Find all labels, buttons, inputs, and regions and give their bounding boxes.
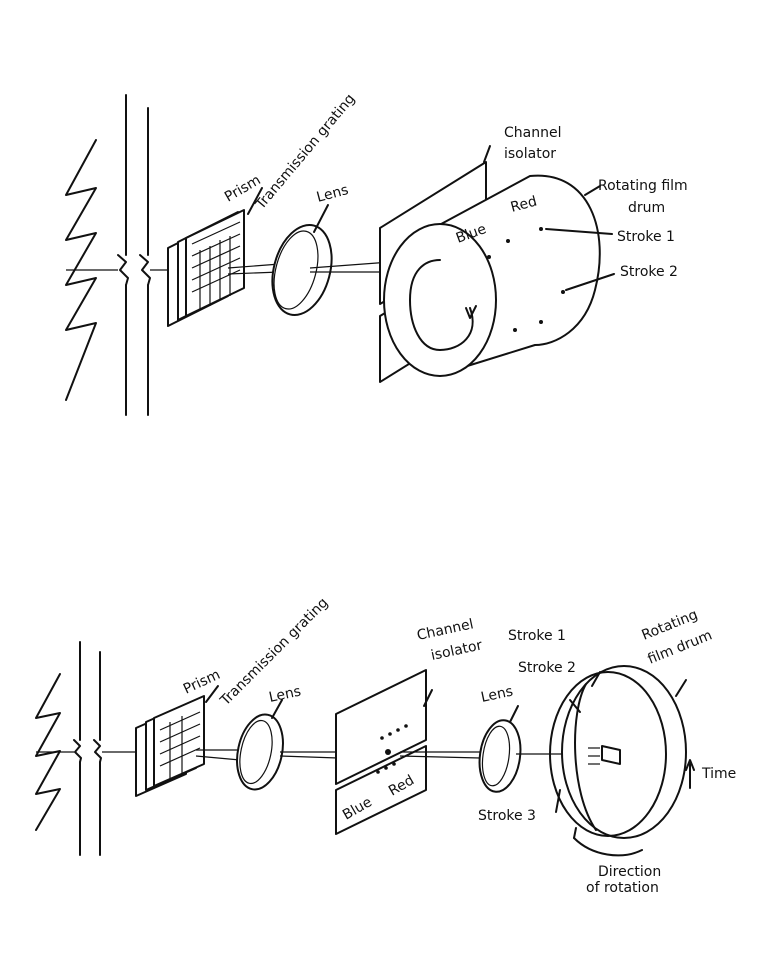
lens-2 [478,705,522,793]
label-stroke-2: Stroke 2 [620,264,678,280]
label-stroke-1-bottom: Stroke 1 [508,628,566,644]
label-lens-2: Lens [480,684,515,706]
label-film-drum-1: Rotating film [598,178,688,194]
label-film-drum-2: drum [628,200,665,216]
prism-grating [167,187,263,327]
film-drum-bottom [549,665,695,857]
label-direction-1: Direction [598,864,661,880]
channel-isolator-bottom [335,669,433,835]
film-drum [383,174,615,377]
label-time: Time [701,766,736,782]
label-stroke-1: Stroke 1 [617,229,675,245]
label-lens: Lens [315,182,350,206]
label-channel-isolator-2-bottom: isolator [430,637,484,664]
label-lens-1: Lens [268,684,303,706]
prism-grating-bottom [135,685,219,797]
label-stroke-2-bottom: Stroke 2 [518,660,576,676]
label-direction-2: of rotation [586,880,659,896]
bottom-diagram: Prism Transmission grating Lens Channel … [35,595,736,896]
label-stroke-3-bottom: Stroke 3 [478,808,536,824]
lens-1 [236,699,284,791]
top-diagram: Prism Transmission grating Lens Channel … [65,91,688,416]
lightning-icon [65,139,97,401]
label-channel-isolator-2: isolator [504,146,556,162]
label-prism-bottom: Prism [181,667,223,698]
label-channel-isolator-1: Channel [504,125,561,141]
slit-wall [117,94,151,416]
lightning-icon-bottom [35,673,61,831]
slit-wall-bottom [73,641,102,856]
lens [271,204,333,317]
label-red: Red [509,194,539,216]
